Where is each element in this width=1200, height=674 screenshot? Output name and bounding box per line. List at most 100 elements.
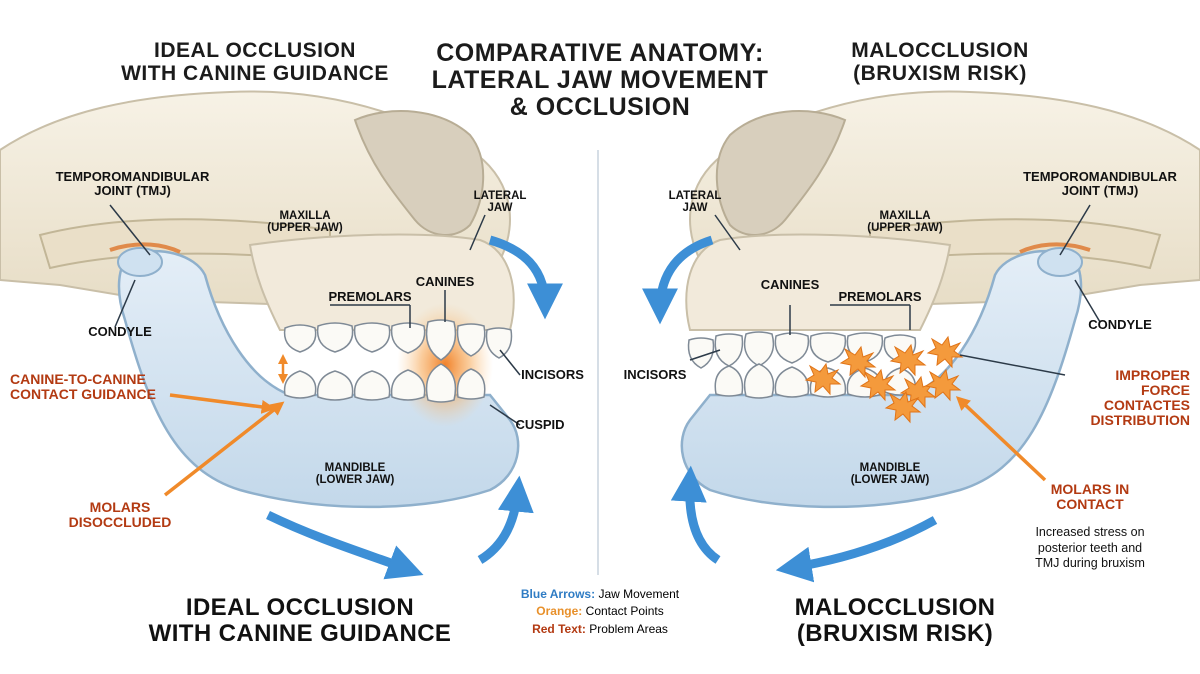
left-molars-line-1: MOLARS	[89, 499, 151, 515]
legend-item-problem-areas: Red Text: Problem Areas	[495, 621, 705, 638]
left-heading-line-2: WITH CANINE GUIDANCE	[121, 61, 389, 85]
left-condyle-knob	[117, 247, 163, 277]
right-heading-line-2: (BRUXISM RISK)	[853, 61, 1027, 85]
right-bottom-heading-line-2: (BRUXISM RISK)	[796, 619, 994, 647]
right-note-line-3: TMJ during bruxism	[1035, 556, 1145, 571]
right-canines-label: CANINES	[760, 277, 820, 292]
right-stress-note: Increased stress on posterior teeth and …	[1015, 525, 1165, 572]
left-jaw-arrow-upper	[488, 235, 563, 320]
right-premolars-label: PREMOLARS	[838, 289, 922, 304]
left-panel-heading: IDEAL OCCLUSION WITH CANINE GUIDANCE	[110, 39, 400, 85]
legend-item-jaw-movement: Blue Arrows: Jaw Movement	[495, 586, 705, 603]
right-tmj-line-1: TEMPOROMANDIBULAR	[1023, 169, 1177, 184]
left-canines-label: CANINES	[415, 274, 475, 289]
right-bottom-heading: MALOCCLUSION (BRUXISM RISK)	[760, 595, 1030, 647]
left-leader-lines	[109, 204, 521, 426]
right-molars-pointer	[955, 396, 1047, 482]
right-heading-line-1: MALOCCLUSION	[851, 39, 1029, 62]
right-panel-heading: MALOCCLUSION (BRUXISM RISK)	[830, 39, 1050, 85]
left-premolars-label: PREMOLARS	[328, 289, 412, 304]
contact-burst	[859, 368, 897, 402]
right-mandible-line-1: MANDIBLE	[859, 462, 921, 474]
right-improper-line-4: DISTRIBUTION	[1090, 412, 1190, 429]
left-eye-socket	[353, 110, 485, 237]
right-lateral-jaw-line-1: LATERAL	[668, 190, 722, 202]
left-tmj-highlight	[109, 242, 181, 254]
right-improper-force-label: IMPROPER FORCE CONTACTES DISTRIBUTION	[1065, 367, 1190, 429]
contact-burst	[884, 390, 922, 424]
right-note-line-2: posterior teeth and	[1037, 540, 1143, 555]
right-improper-line-2: FORCE	[1141, 382, 1190, 399]
left-condyle-label: CONDYLE	[88, 324, 152, 339]
left-mandible	[117, 249, 520, 509]
left-maxilla-line-1: MAXILLA	[279, 210, 331, 222]
right-molars-contact-label: MOLARS IN CONTACT	[1035, 481, 1145, 513]
legend-value-orange: Contact Points	[585, 604, 664, 619]
left-jaw-arrow-right	[477, 475, 534, 564]
left-molars-disoccluded-label: MOLARS DISOCCLUDED	[55, 499, 185, 531]
left-canine-contact-line-1: CANINE-TO-CANINE	[10, 371, 146, 387]
right-lateral-jaw-line-2: JAW	[682, 202, 708, 215]
left-canine-contact-label: CANINE-TO-CANINE CONTACT GUIDANCE	[10, 371, 170, 402]
left-incisors-label: INCISORS	[521, 367, 584, 382]
right-molars-line-2: CONTACT	[1056, 496, 1124, 513]
legend-item-contact-points: Orange: Contact Points	[495, 603, 705, 620]
left-mandible-line-2: (LOWER JAW)	[315, 474, 395, 487]
left-tmj-line-1: TEMPOROMANDIBULAR	[55, 169, 210, 184]
right-bottom-heading-line-1: MALOCCLUSION	[794, 594, 996, 621]
left-lateral-jaw-line-1: LATERAL	[473, 190, 527, 202]
right-maxilla-label: MAXILLA (UPPER JAW)	[845, 210, 965, 235]
right-tmj-label: TEMPOROMANDIBULAR JOINT (TMJ)	[1010, 169, 1190, 199]
left-upper-teeth	[283, 319, 513, 361]
left-bottom-heading-line-2: WITH CANINE GUIDANCE	[148, 619, 452, 647]
right-jaw-arrow-upper	[642, 235, 714, 325]
right-jaw-arrow-left	[670, 465, 721, 564]
left-tmj-label: TEMPOROMANDIBULAR JOINT (TMJ)	[45, 169, 220, 199]
contact-burst	[924, 368, 962, 402]
right-lateral-jaw-label: LATERAL JAW	[660, 190, 730, 215]
contact-burst	[804, 362, 842, 396]
right-maxilla-line-1: MAXILLA	[879, 210, 931, 222]
right-improper-line-1: IMPROPER	[1115, 367, 1190, 383]
contact-burst	[889, 343, 927, 377]
legend-value-blue: Jaw Movement	[598, 587, 680, 601]
right-jaw-arrow-lower	[775, 516, 938, 583]
right-note-line-1: Increased stress on	[1035, 525, 1145, 539]
main-title-line-1: COMPARATIVE ANATOMY:	[436, 39, 764, 67]
contact-burst	[926, 335, 964, 369]
left-lateral-jaw-line-2: JAW	[487, 202, 513, 215]
left-heading-line-1: IDEAL OCCLUSION	[154, 39, 356, 62]
left-maxilla-label: MAXILLA (UPPER JAW)	[245, 210, 365, 235]
legend-key-orange: Orange:	[536, 604, 583, 619]
left-molars-line-2: DISOCCLUDED	[68, 514, 172, 531]
left-bottom-heading-line-1: IDEAL OCCLUSION	[185, 594, 415, 621]
legend-key-blue: Blue Arrows:	[520, 587, 596, 601]
legend-value-red: Problem Areas	[589, 621, 668, 636]
legend-key-red: Red Text:	[532, 621, 586, 636]
left-mandible-label: MANDIBLE (LOWER JAW)	[300, 462, 410, 487]
legend: Blue Arrows: Jaw Movement Orange: Contac…	[495, 586, 705, 638]
right-condyle-label: CONDYLE	[1088, 317, 1152, 332]
left-bottom-heading: IDEAL OCCLUSION WITH CANINE GUIDANCE	[140, 595, 460, 647]
right-contact-bursts	[804, 335, 964, 424]
left-cuspid-label: CUSPID	[515, 417, 565, 432]
left-molars-pointer	[163, 401, 285, 497]
main-title-line-3: & OCCLUSION	[509, 93, 691, 121]
left-mandible-line-1: MANDIBLE	[324, 462, 386, 474]
left-canine-pointer	[169, 393, 276, 414]
right-mandible-label: MANDIBLE (LOWER JAW)	[835, 462, 945, 487]
right-improper-line-3: CONTACTES	[1103, 397, 1190, 414]
main-title: COMPARATIVE ANATOMY: LATERAL JAW MOVEMEN…	[400, 40, 800, 121]
right-molars-line-1: MOLARS IN	[1050, 481, 1130, 497]
left-tmj-line-2: JOINT (TMJ)	[94, 183, 171, 199]
left-maxilla-line-2: (UPPER JAW)	[267, 222, 343, 235]
left-lateral-jaw-label: LATERAL JAW	[465, 190, 535, 215]
right-leader-lines	[689, 204, 1101, 376]
right-tmj-line-2: JOINT (TMJ)	[1061, 183, 1139, 199]
main-title-line-2: LATERAL JAW MOVEMENT	[431, 66, 769, 94]
right-incisors-label: INCISORS	[623, 367, 687, 382]
right-maxilla-line-2: (UPPER JAW)	[867, 222, 943, 235]
left-jaw-arrow-lower	[266, 510, 424, 580]
